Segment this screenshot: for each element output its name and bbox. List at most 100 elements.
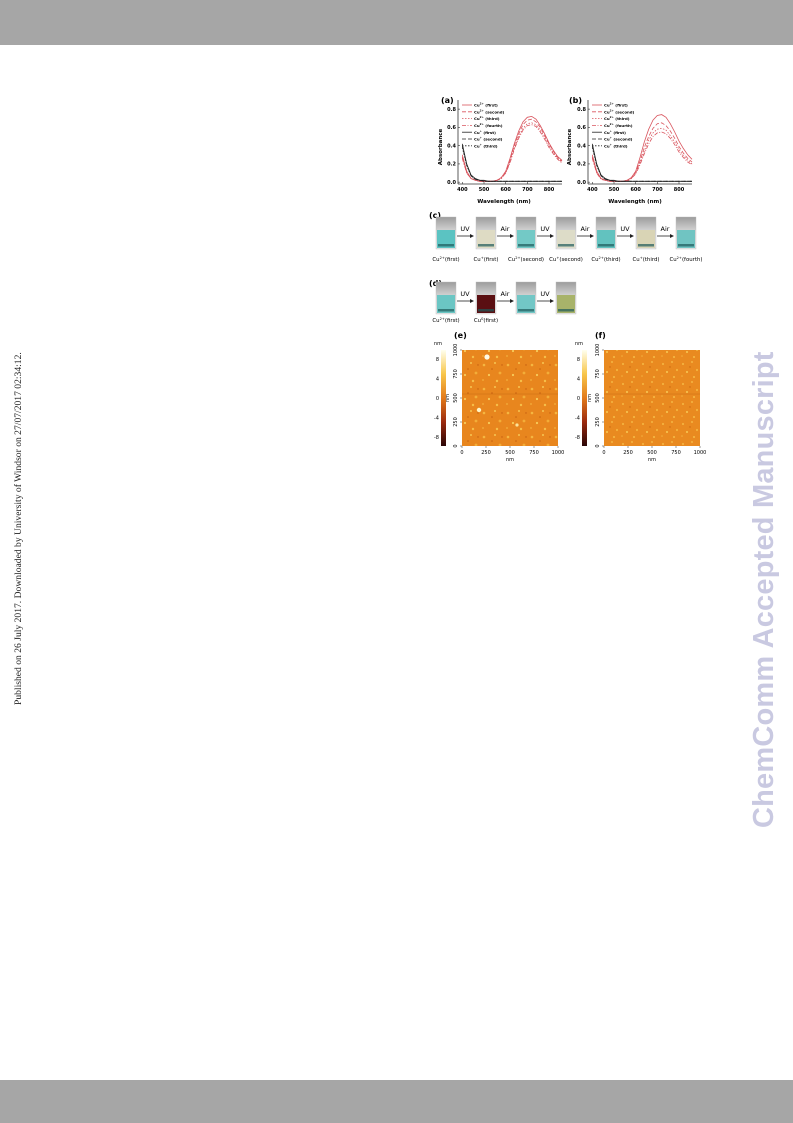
arrow-label: Air [581,225,590,233]
series-line [461,118,563,182]
vial [475,281,497,315]
x-tick-label: 0 [460,450,463,456]
colorbar-tick-label: 0 [436,396,439,402]
arrow-label: UV [540,225,550,233]
vial-stirbar [438,244,454,247]
y-tick-label: 0.8 [577,107,586,113]
afm-particle [484,354,490,360]
y-tick-label: 0.0 [447,180,456,186]
series-line [591,127,693,182]
vial-stirbar [518,309,534,312]
legend-entry: Cu2+ (second) [474,108,505,114]
y-tick-label: 0 [595,444,601,447]
y-tick-label: 0.0 [577,180,586,186]
legend-entry: Cu+ (first) [474,129,496,135]
vial-solution [477,295,495,313]
panel-label-b: (b) [569,96,582,105]
y-tick-label: 1000 [595,344,601,357]
vial [475,216,497,250]
legend-entry: Cu2+ (second) [604,108,635,114]
arrow-label: Air [501,290,510,298]
colorbar-label: nm [575,341,583,347]
afm-height-map [604,350,700,446]
photo-panel-c: (c) Cu2+(first)UVCu+(first)AirCu2+(secon… [429,211,703,263]
vial-stirbar [438,309,454,312]
arrow-head [630,234,634,238]
series-line [591,122,693,182]
y-tick-label: 0 [453,444,459,447]
x-axis-label-b: Wavelength (nm) [608,199,662,205]
legend-entry: Cu+ (first) [604,129,626,135]
vial-stirbar [518,244,534,247]
x-tick-label: 700 [522,187,533,193]
y-tick-label: 0.4 [447,143,456,149]
legend-entry: Cu2+ (third) [604,115,630,121]
vial-solution [517,295,535,313]
legend-entry: Cu2+ (fourth) [604,122,633,128]
y-tick-label: 0.4 [577,143,586,149]
legend-entry: Cu+ (second) [604,136,633,142]
x-tick-label: 500 [609,187,620,193]
y-tick-label: 0.2 [447,162,456,168]
vial-label: Cu+(third) [633,256,660,263]
x-tick-label: 600 [500,187,511,193]
arrow-label: Air [501,225,510,233]
vial-label: Cu+(second) [549,256,583,263]
panel-label-e: (e) [454,331,467,340]
y-tick-label: 500 [453,393,459,403]
arrow-head [470,299,474,303]
y-tick-label: 0.2 [577,162,586,168]
x-tick-label: 500 [647,450,657,456]
y-tick-label: 1000 [453,344,459,357]
x-tick-label: 0 [602,450,605,456]
afm-height-map [462,350,558,446]
y-axis-label: nm [445,394,451,402]
vial-stirbar [678,244,694,247]
vial-solution [557,230,575,248]
afm-particle [476,407,482,413]
vial-label: Cu2+(fourth) [669,256,702,263]
x-tick-label: 750 [671,450,681,456]
arrow-head [550,299,554,303]
y-axis-label-b: Absorbance [567,128,573,165]
colorbar-tick-label: -8 [434,435,439,441]
vial [555,281,577,315]
y-tick-label: 750 [595,369,601,379]
vial [435,216,457,250]
panel-label-f: (f) [595,331,606,340]
series-line [461,143,562,182]
x-tick-label: 1000 [552,450,565,456]
legend-entry: Cu2+ (first) [474,102,498,108]
arrow-label: UV [540,290,550,298]
vial-stirbar [598,244,614,247]
colorbar-tick-label: 4 [436,376,439,382]
vial-solution [437,230,455,248]
y-tick-label: 500 [595,393,601,403]
vial [595,216,617,250]
x-tick-label: 700 [652,187,663,193]
vial-stirbar [478,309,494,312]
x-tick-label: 500 [479,187,490,193]
x-tick-label: 800 [544,187,555,193]
arrow-label: Air [661,225,670,233]
series-line [461,124,563,182]
arrow-head [510,299,514,303]
y-tick-label: 0.6 [577,125,586,131]
vial-label: Cu2+(first) [432,317,459,324]
x-tick-label: 400 [457,187,468,193]
colorbar [441,350,446,446]
series-line [591,147,692,182]
arrow-head [550,234,554,238]
legend-entry: Cu2+ (fourth) [474,122,503,128]
vial [555,216,577,250]
vial-solution [437,295,455,313]
panel-label-a: (a) [441,96,454,105]
x-tick-label: 400 [587,187,598,193]
x-tick-label: 800 [674,187,685,193]
journal-watermark: ChemComm Accepted Manuscript [748,351,780,828]
colorbar-tick-label: -4 [575,415,580,421]
vial-label: Cu2+(third) [591,256,620,263]
x-axis-label-a: Wavelength (nm) [477,199,531,205]
